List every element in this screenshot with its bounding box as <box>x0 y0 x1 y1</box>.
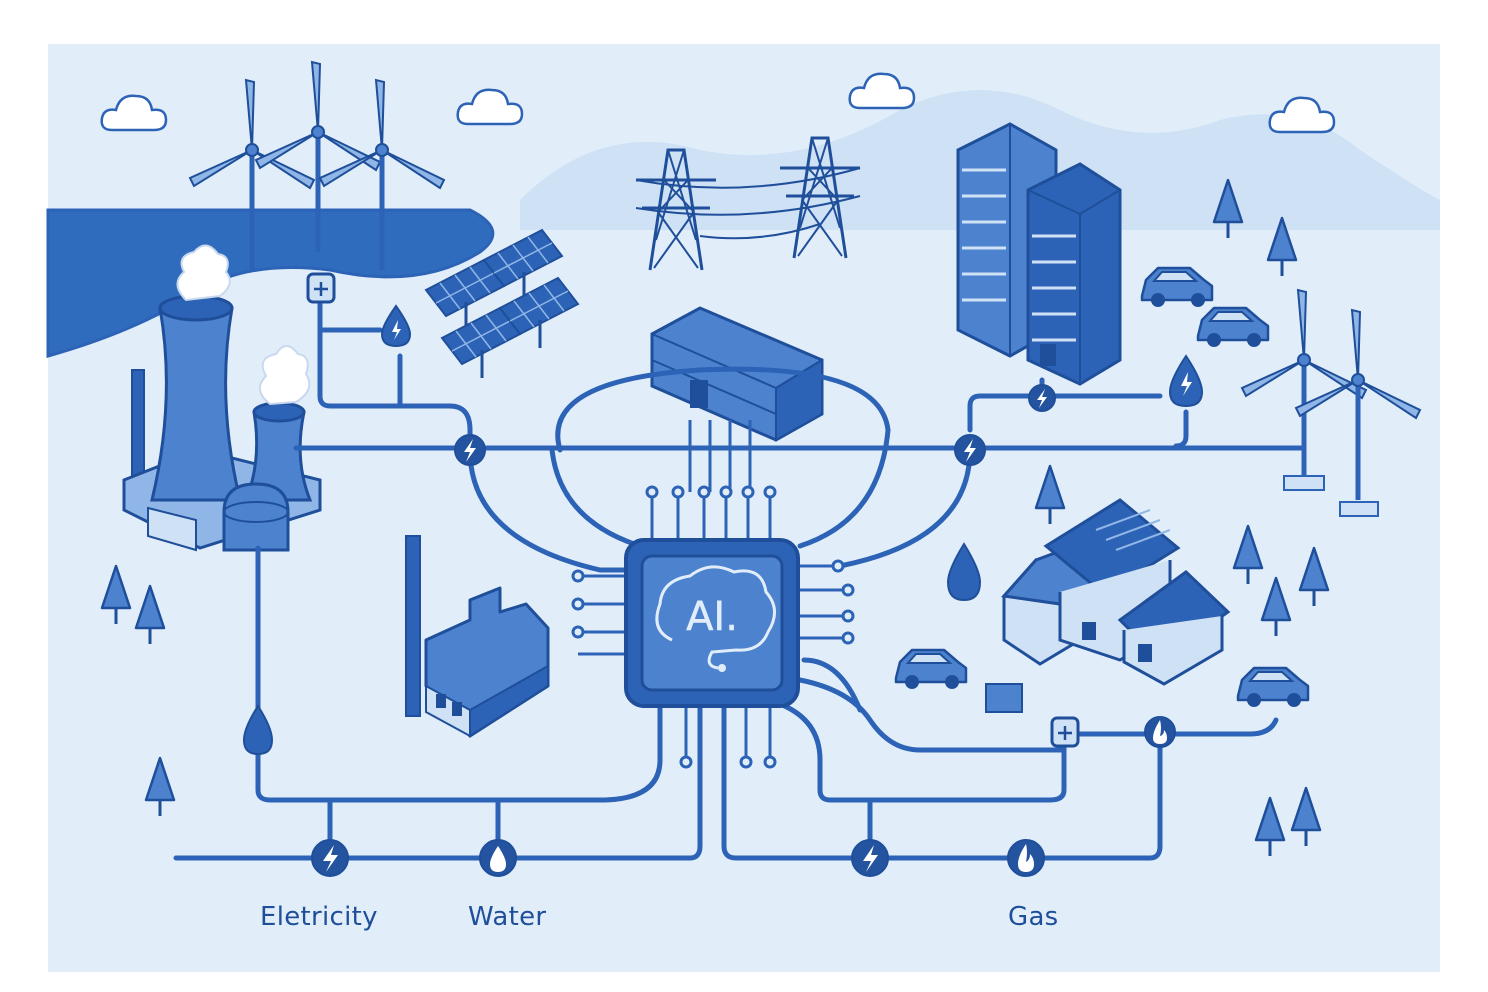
gas-flame-icon <box>1145 717 1175 747</box>
chip-label: AI. <box>686 594 738 640</box>
lightning-bolt-icon <box>1029 385 1055 411</box>
plus-junction-icon <box>1052 718 1078 746</box>
lightning-bolt-icon <box>852 840 888 876</box>
plus-junction-icon <box>308 274 334 302</box>
electricity-label: Eletricity <box>260 902 378 932</box>
water-drop-icon <box>480 840 516 876</box>
ai-chip: AI. <box>626 540 798 706</box>
lightning-bolt-icon <box>455 435 485 465</box>
gas-label: Gas <box>1008 902 1059 932</box>
water-label: Water <box>468 902 546 932</box>
lightning-bolt-icon <box>955 435 985 465</box>
lightning-bolt-icon <box>312 840 348 876</box>
gas-flame-icon <box>1008 840 1044 876</box>
